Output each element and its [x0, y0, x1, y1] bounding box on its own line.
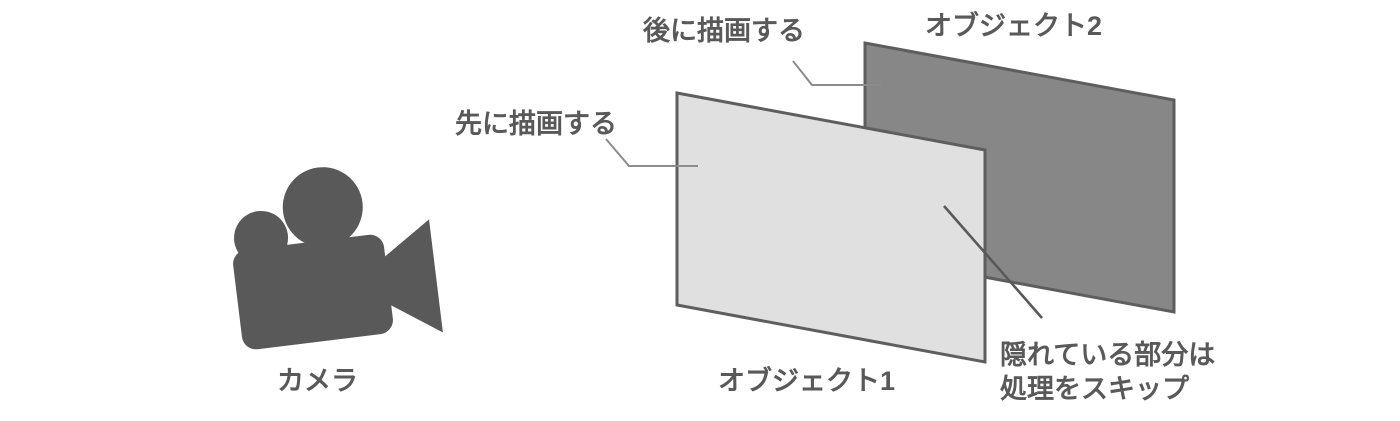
object2-label: オブジェクト2	[925, 10, 1102, 41]
camera-body	[233, 234, 393, 350]
object1-label: オブジェクト1	[718, 365, 895, 396]
annotation-draw-later: 後に描画する	[642, 16, 805, 46]
camera-label: カメラ	[277, 366, 358, 396]
pointer-line-occluded-region	[943, 205, 1043, 319]
camera-reel-large	[282, 167, 363, 248]
annotation-draw-first: 先に描画する	[455, 109, 617, 139]
movie-camera-icon	[233, 167, 443, 350]
leader-line-draw-first	[605, 138, 698, 167]
object1-quad	[675, 91, 987, 364]
occluded-label-line1: 隠れている部分は	[1000, 340, 1215, 370]
occluded-label-line2: 処理をスキップ	[1000, 373, 1190, 404]
camera-lens-cone	[381, 219, 443, 333]
leader-line-draw-later	[792, 60, 881, 86]
